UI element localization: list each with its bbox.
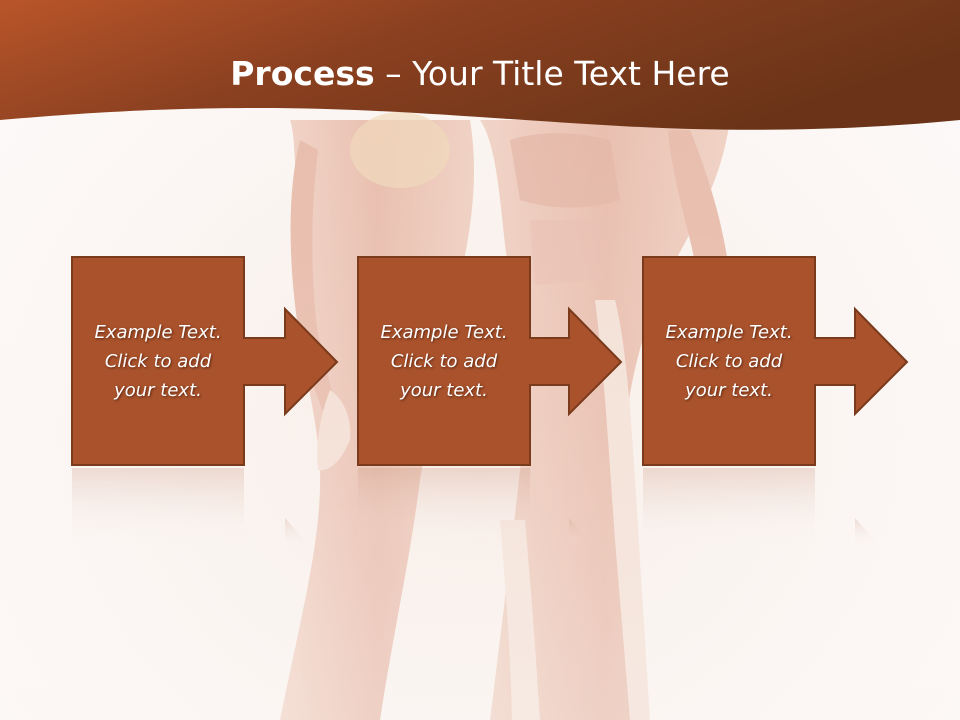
step-text-line: Click to add (390, 350, 498, 372)
title-rest: – Your Title Text Here (374, 54, 730, 93)
step-text-line: Example Text. (665, 321, 793, 343)
step-text: Example Text. Click to add your text. (71, 256, 245, 466)
process-step-3[interactable]: Example Text. Click to add your text. (642, 256, 909, 466)
step-reflection (72, 468, 311, 548)
step-text: Example Text. Click to add your text. (357, 256, 531, 466)
step-reflection (358, 468, 595, 548)
step-arrow-shape (71, 256, 339, 466)
step-text-line: Click to add (104, 350, 212, 372)
header-band (0, 0, 960, 130)
step-text-line: Example Text. (94, 321, 222, 343)
page-title[interactable]: Process – Your Title Text Here (0, 52, 960, 96)
step-text-line: Example Text. (380, 321, 508, 343)
step-arrow-shape (642, 256, 909, 466)
step-reflection (643, 468, 881, 548)
step-text-line: your text. (114, 379, 202, 401)
step-text-line: Click to add (675, 350, 783, 372)
step-text-line: your text. (685, 379, 773, 401)
step-text-line: your text. (400, 379, 488, 401)
process-step-2[interactable]: Example Text. Click to add your text. (357, 256, 623, 466)
step-text: Example Text. Click to add your text. (642, 256, 816, 466)
process-step-1[interactable]: Example Text. Click to add your text. (71, 256, 339, 466)
step-arrow-shape (357, 256, 623, 466)
title-bold: Process (230, 54, 375, 93)
